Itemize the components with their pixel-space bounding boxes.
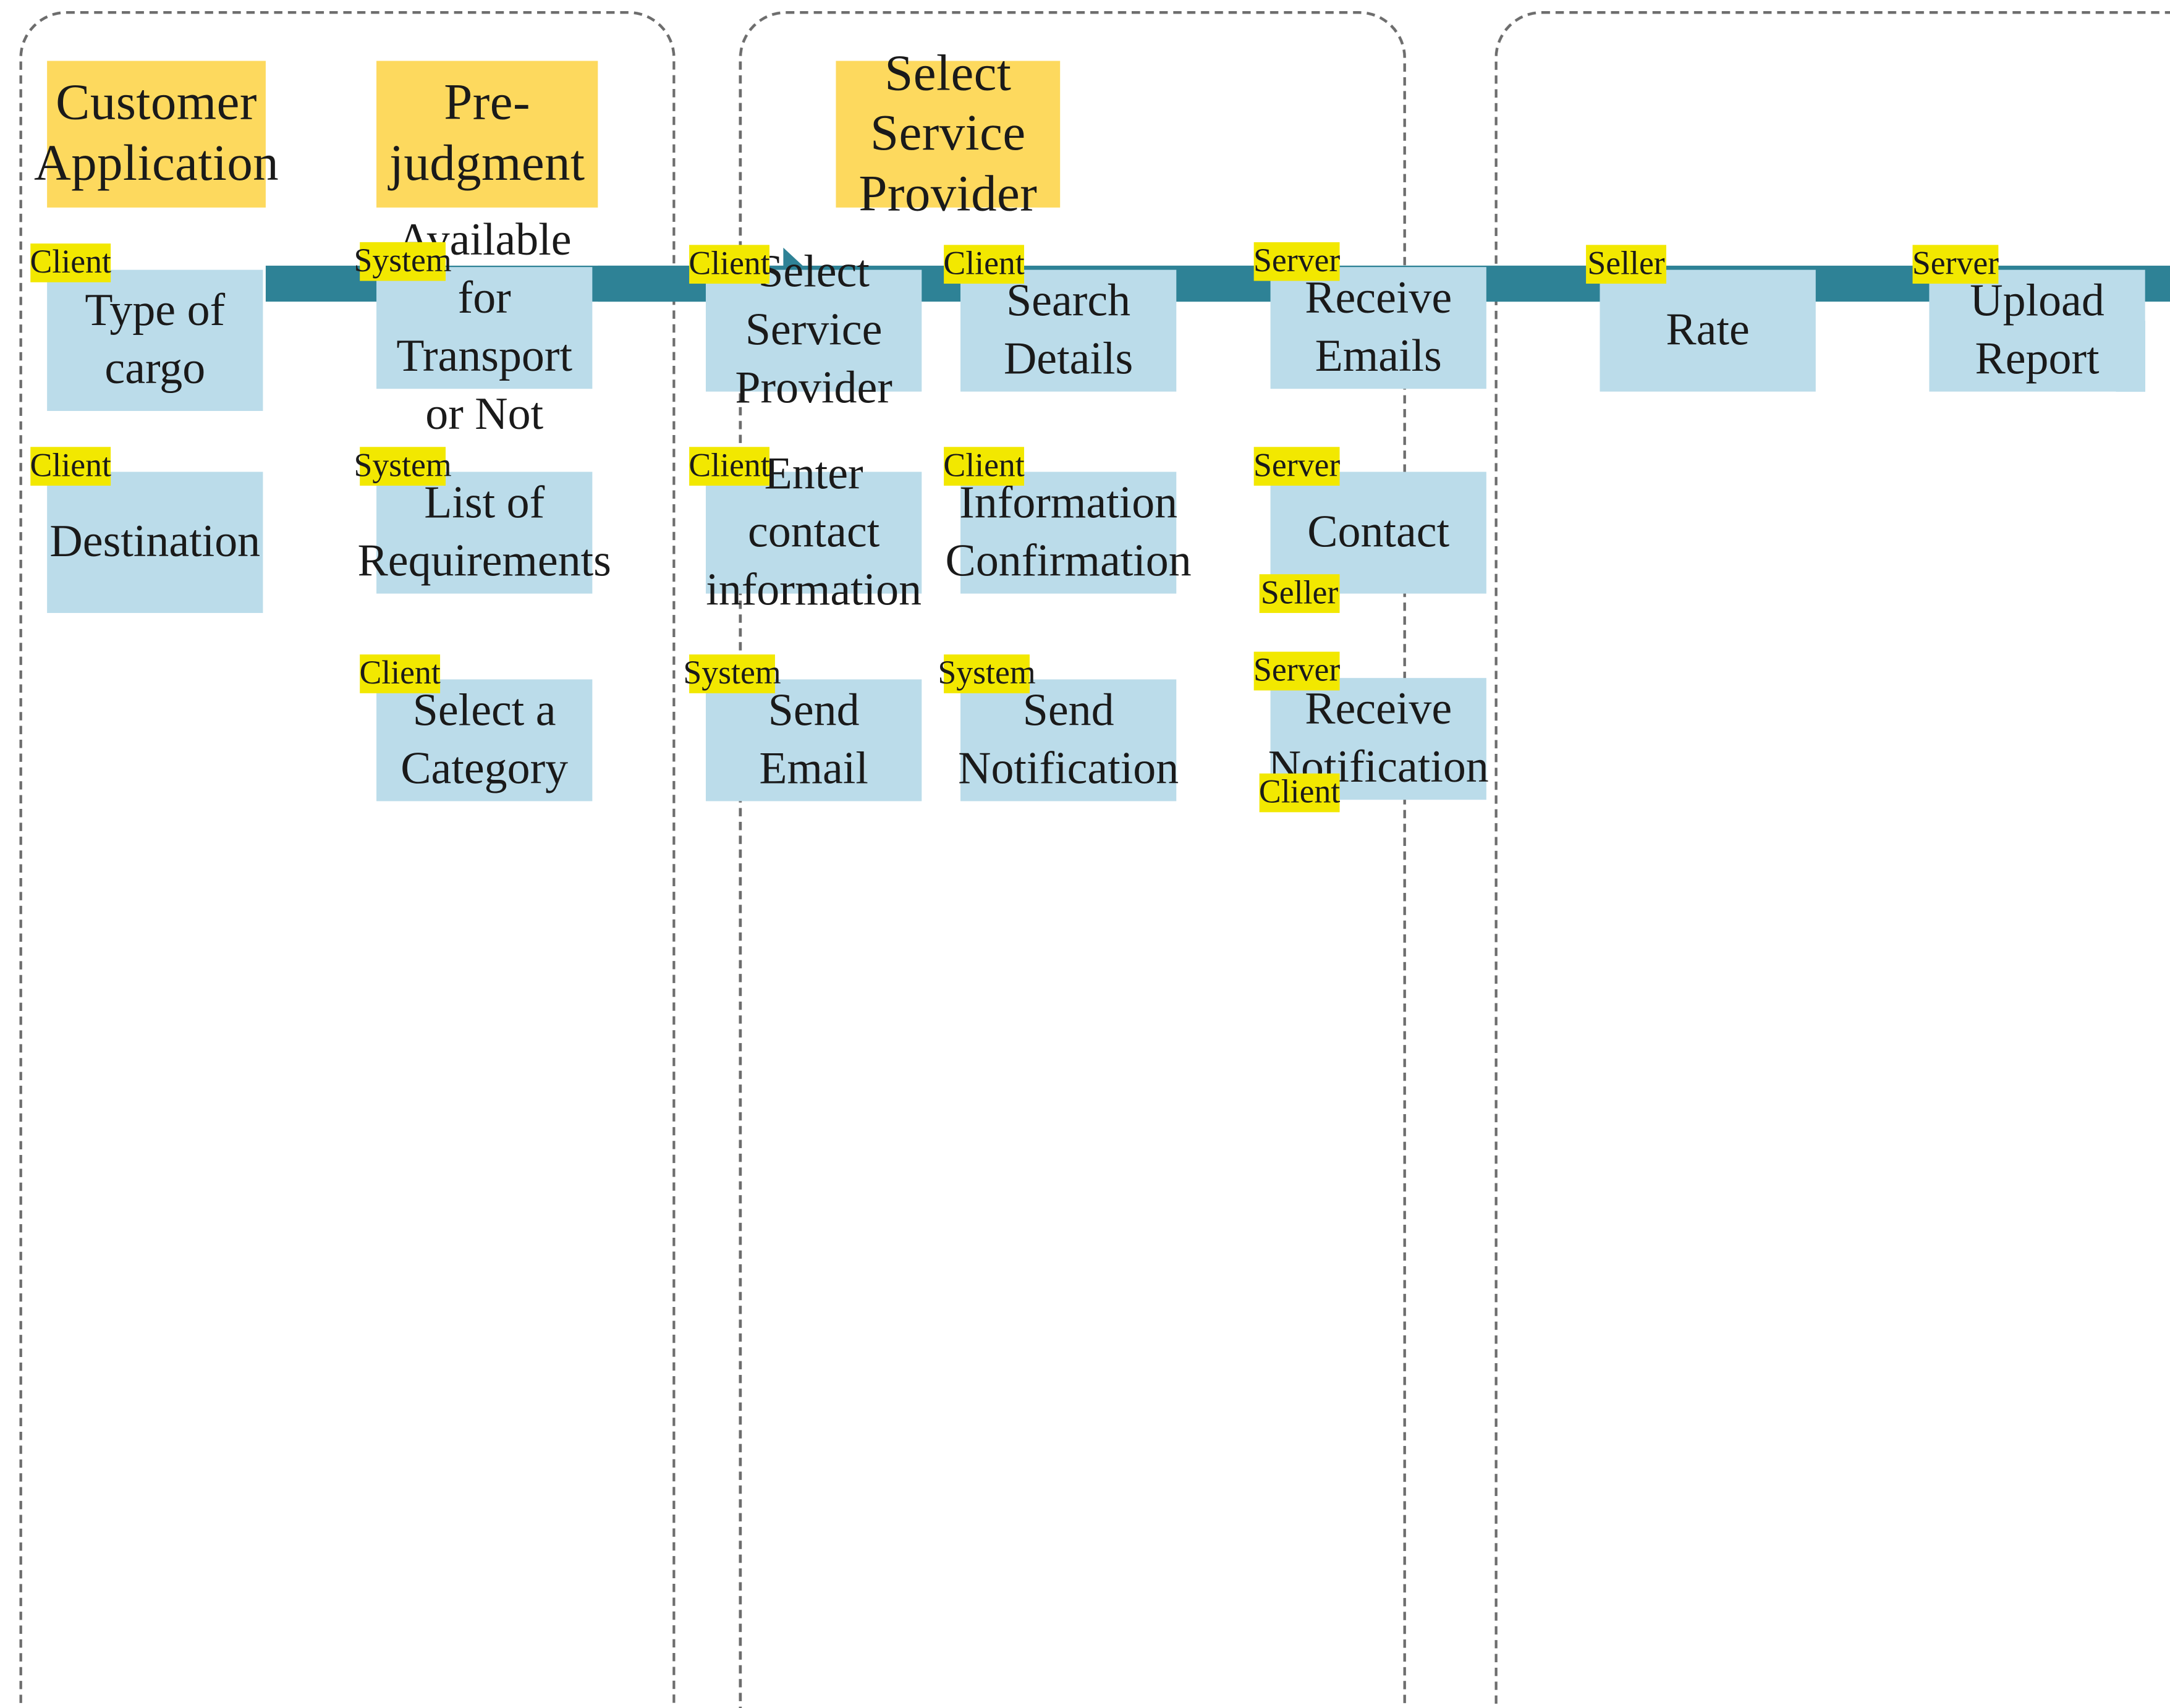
role-tag-label: Client	[30, 245, 111, 281]
role-tag-label: Client	[943, 246, 1025, 282]
task-card[interactable]: Enter contact information	[705, 449, 922, 616]
role-tag-client: Client	[30, 243, 111, 282]
role-tag-client: Client	[359, 654, 441, 693]
role-tag-system: System	[354, 447, 452, 486]
task-label: Receive Emails	[1305, 273, 1452, 383]
task-card[interactable]: Send Notification	[958, 679, 1179, 801]
role-tag-label: Client	[30, 448, 111, 484]
role-tag-system: System	[938, 654, 1036, 693]
role-tag-server: Server	[1912, 245, 1999, 284]
task-label: Select a Category	[401, 686, 569, 795]
flowchart-canvas: Customer Application Pre-judgment Select…	[19, 11, 2170, 1708]
role-tag-label: Server	[1253, 448, 1341, 484]
task-label: Destination	[49, 517, 261, 567]
task-card[interactable]: Search Details	[960, 269, 1177, 392]
phase-header-pre-judgment[interactable]: Pre-judgment	[376, 61, 598, 208]
role-tag-client: Client	[943, 447, 1025, 486]
role-tag-seller: Seller	[1586, 245, 1666, 284]
task-label: Send Email	[759, 686, 868, 795]
role-tag-label: Client	[943, 448, 1025, 484]
task-label: Available for Transport or Not	[396, 215, 573, 441]
role-tag-server: Server	[1253, 242, 1341, 281]
task-label: Enter contact information	[706, 449, 922, 616]
role-tag-label: Client	[1258, 774, 1341, 811]
role-tag-label: Server	[1912, 246, 1999, 282]
task-card[interactable]: Rate	[1600, 269, 1816, 392]
task-label: Type of cargo	[85, 285, 226, 395]
role-tag-label: System	[938, 656, 1036, 692]
role-tag-server: Server	[1253, 651, 1341, 691]
task-card[interactable]: List of Requirements	[358, 471, 611, 594]
task-label: Upload Report	[1970, 276, 2104, 385]
task-card[interactable]: Type of cargo	[47, 269, 263, 412]
task-label: Send Notification	[958, 686, 1179, 795]
role-tag-label: Client	[689, 448, 770, 484]
phase-header-customer-application[interactable]: Customer Application	[34, 61, 279, 208]
phase-label: Pre-judgment	[389, 75, 585, 193]
role-tag-client: Client	[1258, 773, 1341, 813]
role-tag-label: Client	[359, 656, 441, 692]
task-card[interactable]: Contact	[1270, 471, 1486, 594]
task-card[interactable]: Destination	[47, 471, 263, 613]
phase-header-select-service-provider[interactable]: Select Service Provider	[836, 45, 1061, 222]
task-label: Contact	[1307, 507, 1450, 558]
role-tag-client: Client	[30, 447, 111, 486]
task-card[interactable]: Select a Category	[376, 679, 593, 801]
task-label: Rate	[1666, 305, 1750, 356]
task-card[interactable]: Information Confirmation	[946, 471, 1192, 594]
role-tag-server: Server	[1253, 447, 1341, 486]
role-tag-client: Client	[689, 447, 770, 486]
task-label: Information Confirmation	[945, 478, 1192, 587]
task-label: Search Details	[1003, 276, 1134, 385]
role-tag-label: Seller	[1587, 246, 1665, 282]
task-card[interactable]: Select Service Provider	[705, 247, 922, 414]
task-card[interactable]: Upload Report	[1929, 269, 2145, 392]
task-label: List of Requirements	[357, 478, 611, 587]
task-label: Select Service Provider	[735, 247, 892, 414]
role-tag-label: Server	[1253, 243, 1341, 280]
role-tag-label: System	[683, 656, 781, 692]
role-tag-label: Client	[689, 246, 770, 282]
role-tag-label: System	[354, 243, 452, 280]
role-tag-seller: Seller	[1259, 574, 1340, 613]
phase-label: Customer Application	[33, 75, 279, 193]
task-card[interactable]: Send Email	[705, 679, 922, 801]
role-tag-client: Client	[943, 245, 1025, 284]
role-tag-client: Client	[689, 245, 770, 284]
task-card[interactable]: Available for Transport or Not	[376, 215, 593, 441]
phase-label: Select Service Provider	[858, 44, 1038, 223]
role-tag-label: Seller	[1260, 575, 1339, 612]
role-tag-label: Server	[1253, 653, 1341, 690]
role-tag-system: System	[354, 242, 452, 281]
role-tag-system: System	[683, 654, 781, 693]
task-card[interactable]: Receive Emails	[1270, 267, 1486, 389]
role-tag-label: System	[354, 448, 452, 484]
